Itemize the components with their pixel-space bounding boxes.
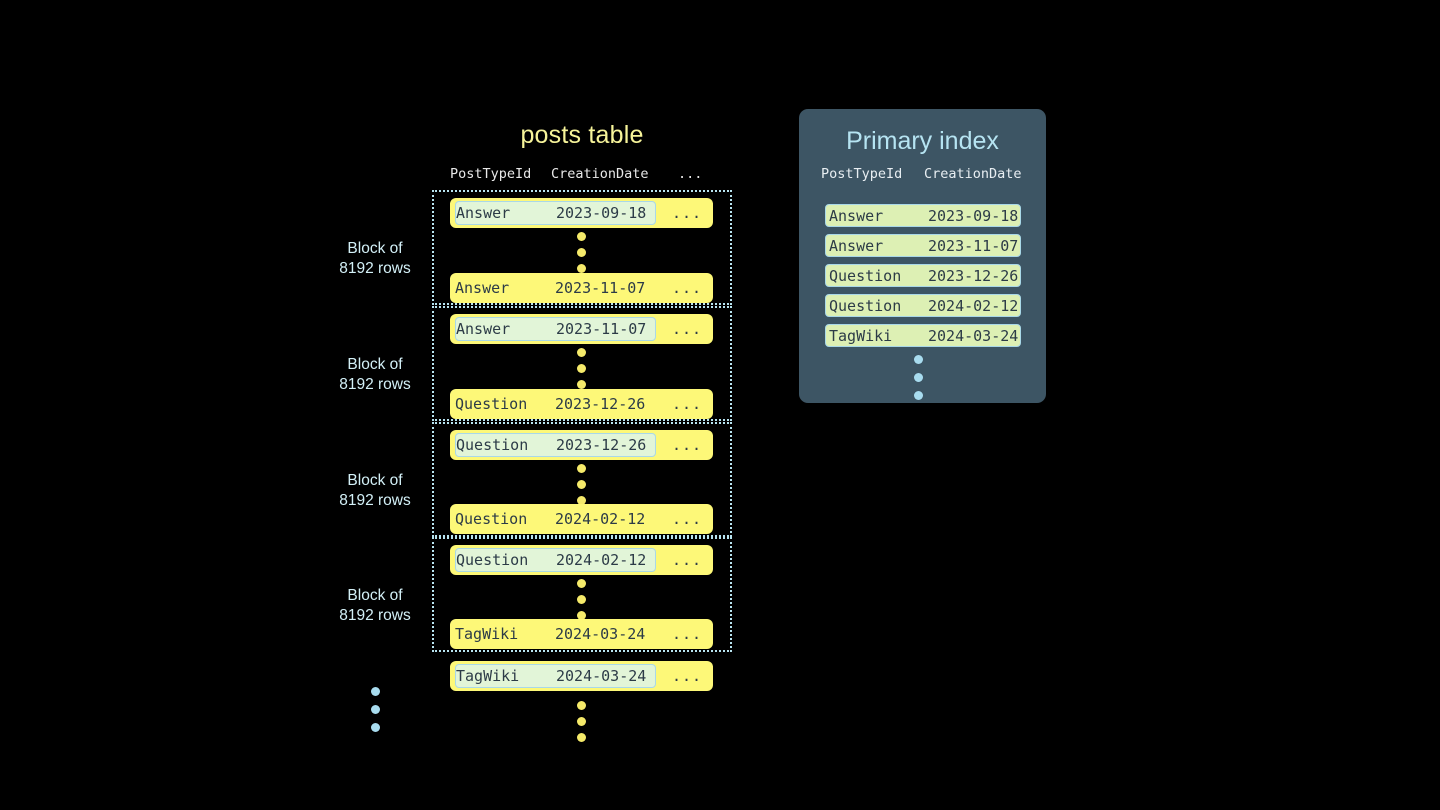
row-ellipsis-vertical-2 xyxy=(577,348,586,389)
row-more: ... xyxy=(672,551,703,569)
index-row: Question 2023-12-26 xyxy=(825,264,1021,287)
row-creationdate: 2024-02-12 xyxy=(555,510,646,528)
table-row: Question 2024-02-12 ... xyxy=(450,545,713,575)
row-ellipsis-vertical-1 xyxy=(577,232,586,273)
row-posttypeid: Answer xyxy=(456,204,511,222)
table-row: TagWiki 2024-03-24 ... xyxy=(450,619,713,649)
row-cells: Question 2024-02-12 xyxy=(455,507,656,531)
table-row: Question 2023-12-26 ... xyxy=(450,430,713,460)
block-label-4: Block of 8192 rows xyxy=(300,586,450,626)
row-creationdate: 2024-02-12 xyxy=(556,551,647,569)
row-more: ... xyxy=(672,279,703,297)
index-ellipsis-vertical xyxy=(914,355,923,400)
block-label-3-line2: 8192 rows xyxy=(339,492,411,509)
block-label-3: Block of 8192 rows xyxy=(300,471,450,511)
row-more: ... xyxy=(672,510,703,528)
index-row: Answer 2023-09-18 xyxy=(825,204,1021,227)
index-row-posttypeid: Question xyxy=(829,296,902,315)
row-more: ... xyxy=(672,625,703,643)
row-cells: Answer 2023-11-07 xyxy=(455,276,656,300)
block-outline-3 xyxy=(432,422,732,537)
block-label-3-line1: Block of xyxy=(347,472,403,489)
index-header-creationdate: CreationDate xyxy=(924,166,1022,182)
index-row-posttypeid: Answer xyxy=(829,236,884,255)
block-label-2-line2: 8192 rows xyxy=(339,376,411,393)
block-label-2: Block of 8192 rows xyxy=(300,355,450,395)
row-more: ... xyxy=(672,320,703,338)
row-cells: TagWiki 2024-03-24 xyxy=(455,664,656,688)
row-cells: Answer 2023-11-07 xyxy=(455,317,656,341)
row-posttypeid: Question xyxy=(455,395,528,413)
posts-header-more: ... xyxy=(678,166,703,182)
posts-table-title: posts table xyxy=(520,121,644,149)
posts-header-posttypeid: PostTypeId xyxy=(450,166,532,182)
row-more: ... xyxy=(672,436,703,454)
table-row: Answer 2023-11-07 ... xyxy=(450,273,713,303)
table-row: Question 2024-02-12 ... xyxy=(450,504,713,534)
block-label-4-line1: Block of xyxy=(347,587,403,604)
primary-index-title: Primary index xyxy=(846,127,999,155)
primary-index-panel: Primary index PostTypeId CreationDate An… xyxy=(799,109,1046,403)
blocks-ellipsis-vertical-bottom xyxy=(371,687,380,732)
index-row: TagWiki 2024-03-24 xyxy=(825,324,1021,347)
row-creationdate: 2023-09-18 xyxy=(556,204,647,222)
row-cells: Question 2023-12-26 xyxy=(455,392,656,416)
row-more: ... xyxy=(672,204,703,222)
block-outline-4 xyxy=(432,537,732,652)
row-ellipsis-vertical-4 xyxy=(577,579,586,620)
row-posttypeid: Answer xyxy=(455,279,510,297)
index-row: Question 2024-02-12 xyxy=(825,294,1021,317)
index-row: Answer 2023-11-07 xyxy=(825,234,1021,257)
index-row-posttypeid: Answer xyxy=(829,206,884,225)
row-posttypeid: Answer xyxy=(456,320,511,338)
index-row-creationdate: 2023-09-18 xyxy=(928,206,1019,225)
row-cells: Answer 2023-09-18 xyxy=(455,201,656,225)
row-posttypeid: Question xyxy=(455,510,528,528)
table-ellipsis-vertical-bottom xyxy=(577,701,586,742)
block-label-1-line2: 8192 rows xyxy=(339,260,411,277)
row-cells: Question 2024-02-12 xyxy=(455,548,656,572)
row-creationdate: 2024-03-24 xyxy=(556,667,647,685)
row-more: ... xyxy=(672,667,703,685)
block-outline-1 xyxy=(432,190,732,305)
row-creationdate: 2023-12-26 xyxy=(555,395,646,413)
table-row: Answer 2023-09-18 ... xyxy=(450,198,713,228)
index-row-posttypeid: TagWiki xyxy=(829,326,893,345)
table-row: TagWiki 2024-03-24 ... xyxy=(450,661,713,691)
row-posttypeid: TagWiki xyxy=(455,625,519,643)
block-label-1: Block of 8192 rows xyxy=(300,239,450,279)
row-ellipsis-vertical-3 xyxy=(577,464,586,505)
row-creationdate: 2023-11-07 xyxy=(555,279,646,297)
row-creationdate: 2023-12-26 xyxy=(556,436,647,454)
row-posttypeid: TagWiki xyxy=(456,667,520,685)
posts-header-creationdate: CreationDate xyxy=(551,166,649,182)
row-posttypeid: Question xyxy=(456,436,529,454)
row-posttypeid: Question xyxy=(456,551,529,569)
index-row-creationdate: 2024-03-24 xyxy=(928,326,1019,345)
row-cells: TagWiki 2024-03-24 xyxy=(455,622,656,646)
row-cells: Question 2023-12-26 xyxy=(455,433,656,457)
row-creationdate: 2023-11-07 xyxy=(556,320,647,338)
block-label-1-line1: Block of xyxy=(347,240,403,257)
index-header-posttypeid: PostTypeId xyxy=(821,166,903,182)
index-row-creationdate: 2023-12-26 xyxy=(928,266,1019,285)
index-row-posttypeid: Question xyxy=(829,266,902,285)
table-row: Question 2023-12-26 ... xyxy=(450,389,713,419)
block-outline-2 xyxy=(432,306,732,421)
block-label-4-line2: 8192 rows xyxy=(339,607,411,624)
row-more: ... xyxy=(672,395,703,413)
table-row: Answer 2023-11-07 ... xyxy=(450,314,713,344)
primary-index-column-headers: PostTypeId CreationDate xyxy=(799,166,1046,186)
block-label-2-line1: Block of xyxy=(347,356,403,373)
posts-table-column-headers: PostTypeId CreationDate ... xyxy=(432,166,732,186)
row-creationdate: 2024-03-24 xyxy=(555,625,646,643)
index-row-creationdate: 2024-02-12 xyxy=(928,296,1019,315)
index-row-creationdate: 2023-11-07 xyxy=(928,236,1019,255)
